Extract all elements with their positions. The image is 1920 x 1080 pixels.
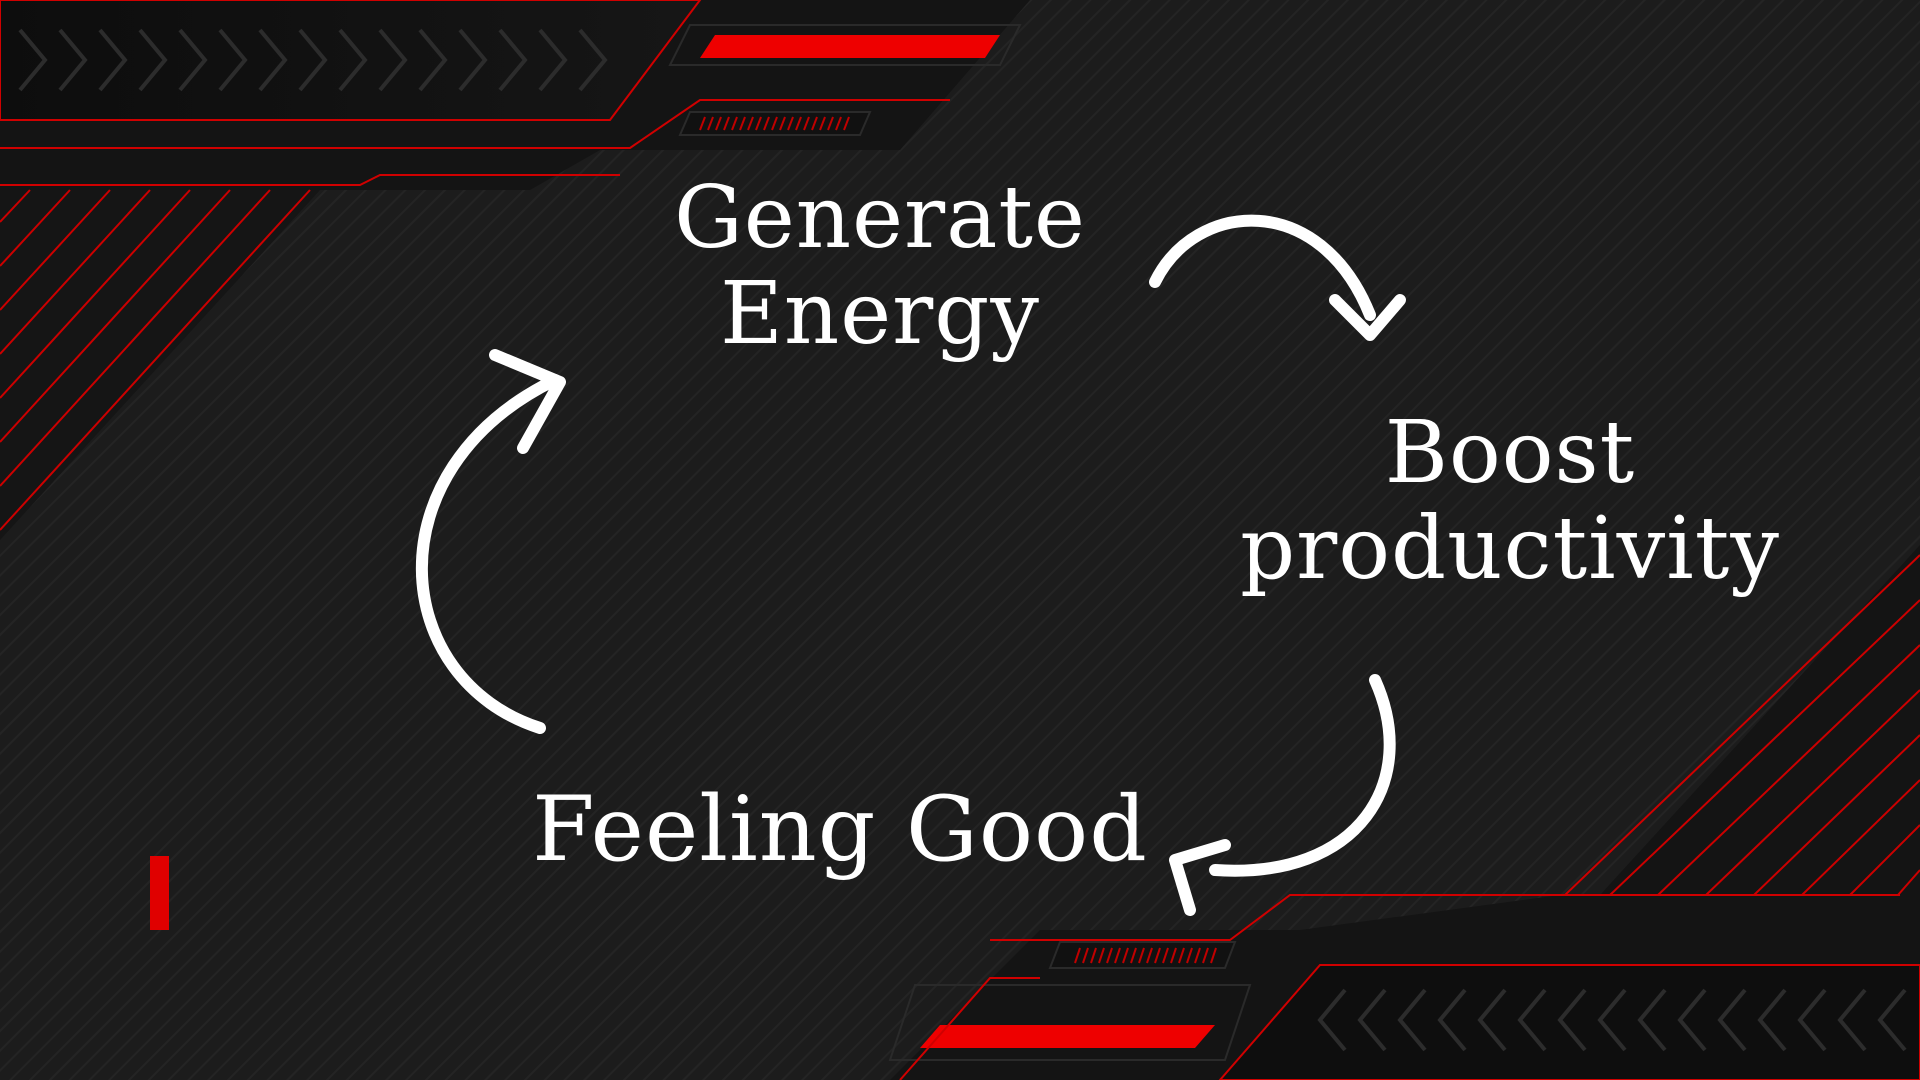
- node-boost-productivity: Boost productivity: [1240, 405, 1780, 598]
- bottom-right-panel: [888, 545, 1920, 1080]
- node-feeling-good: Feeling Good: [530, 777, 1150, 882]
- node-generate-energy: Generate Energy: [620, 170, 1140, 363]
- cycle-arrows: [415, 214, 1406, 916]
- red-marker: [150, 856, 169, 930]
- top-left-panel: [0, 0, 1030, 540]
- node-boost-line-1: Boost: [1384, 403, 1636, 503]
- node-generate-line-1: Generate: [674, 168, 1086, 268]
- node-boost-line-2: productivity: [1240, 499, 1780, 600]
- node-feeling-line-1: Feeling Good: [532, 777, 1148, 882]
- arrow-generate-to-boost: [1149, 214, 1406, 341]
- arrow-feeling-to-generate: [415, 349, 566, 734]
- node-generate-line-2: Energy: [720, 264, 1040, 365]
- arrow-boost-to-feeling: [1169, 674, 1396, 916]
